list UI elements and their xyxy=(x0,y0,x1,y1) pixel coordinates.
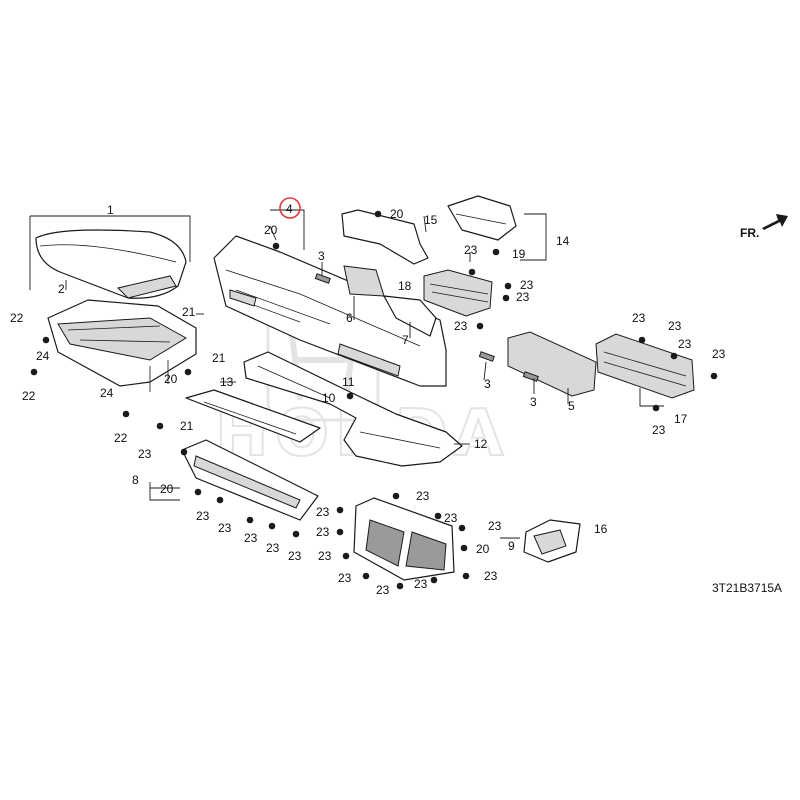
callout-21[interactable]: 21 xyxy=(182,305,196,319)
part-cup-holder-trim[interactable] xyxy=(523,519,581,563)
callout-23[interactable]: 23 xyxy=(632,311,646,325)
callout-17[interactable]: 17 xyxy=(674,412,688,426)
front-arrow-label: FR. xyxy=(740,226,759,240)
callout-23[interactable]: 23 xyxy=(454,319,468,333)
callout-24[interactable]: 24 xyxy=(100,386,114,400)
part-console-panel[interactable] xyxy=(353,497,455,581)
callout-23[interactable]: 23 xyxy=(318,549,332,563)
callout-20[interactable]: 20 xyxy=(264,223,278,237)
part-right-vent-grille[interactable] xyxy=(507,331,597,397)
part-side-vent-assembly[interactable] xyxy=(595,333,695,399)
callout-22[interactable]: 22 xyxy=(10,311,24,325)
callout-7[interactable]: 7 xyxy=(402,333,409,347)
callout-11[interactable]: 11 xyxy=(342,375,355,389)
part-upper-lid[interactable] xyxy=(35,229,187,299)
callout-14[interactable]: 14 xyxy=(556,234,570,248)
callout-23[interactable]: 23 xyxy=(668,319,682,333)
callout-8[interactable]: 8 xyxy=(132,473,139,487)
front-arrow-icon xyxy=(762,214,788,230)
callout-20[interactable]: 20 xyxy=(160,482,174,496)
callout-3[interactable]: 3 xyxy=(484,377,491,391)
callout-23[interactable]: 23 xyxy=(288,549,302,563)
callout-labels: 1 2 3 3 3 4 5 6 7 8 9 10 11 12 13 14 15 … xyxy=(10,202,726,597)
part-meter-visor[interactable] xyxy=(341,209,429,265)
callout-23[interactable]: 23 xyxy=(464,243,478,257)
callout-23[interactable]: 23 xyxy=(484,569,498,583)
front-direction-indicator: FR. xyxy=(740,214,788,240)
callout-21[interactable]: 21 xyxy=(212,351,226,365)
part-center-vent-assembly[interactable] xyxy=(423,269,493,317)
leader-lines xyxy=(29,209,664,539)
callout-20[interactable]: 20 xyxy=(164,372,178,386)
callout-20[interactable]: 20 xyxy=(390,207,404,221)
callout-23[interactable]: 23 xyxy=(414,577,428,591)
callout-5[interactable]: 5 xyxy=(568,399,575,413)
callout-23[interactable]: 23 xyxy=(266,541,280,555)
callout-23[interactable]: 23 xyxy=(712,347,726,361)
part-left-vent-grille[interactable] xyxy=(343,265,385,297)
part-vent-strip[interactable] xyxy=(185,389,321,443)
callout-3[interactable]: 3 xyxy=(318,249,325,263)
callout-23[interactable]: 23 xyxy=(196,509,210,523)
fasteners xyxy=(30,210,718,590)
callout-23[interactable]: 23 xyxy=(316,505,330,519)
callout-1[interactable]: 1 xyxy=(107,203,114,217)
callout-23[interactable]: 23 xyxy=(338,571,352,585)
callout-3[interactable]: 3 xyxy=(530,395,537,409)
callout-23[interactable]: 23 xyxy=(316,525,330,539)
part-vent-bezel[interactable] xyxy=(383,295,437,337)
part-clips xyxy=(314,273,539,382)
callout-23[interactable]: 23 xyxy=(652,423,666,437)
part-lower-bracket[interactable] xyxy=(181,439,319,521)
selected-part-highlight[interactable] xyxy=(279,197,301,219)
callout-21[interactable]: 21 xyxy=(180,419,194,433)
diagram-code: 3T21B3715A xyxy=(712,581,782,595)
part-glove-box-frame[interactable] xyxy=(47,299,197,392)
callout-23[interactable]: 23 xyxy=(376,583,390,597)
callout-22[interactable]: 22 xyxy=(114,431,128,445)
callout-23[interactable]: 23 xyxy=(488,519,502,533)
callout-23[interactable]: 23 xyxy=(416,489,430,503)
part-dashboard-panel[interactable] xyxy=(213,235,447,387)
callout-20[interactable]: 20 xyxy=(476,542,490,556)
callout-18[interactable]: 18 xyxy=(398,279,412,293)
callout-24[interactable]: 24 xyxy=(36,349,50,363)
callout-23[interactable]: 23 xyxy=(138,447,152,461)
callout-23[interactable]: 23 xyxy=(218,521,232,535)
callout-23[interactable]: 23 xyxy=(444,511,458,525)
callout-23[interactable]: 23 xyxy=(520,278,534,292)
part-center-bezel[interactable] xyxy=(243,351,463,467)
callout-23[interactable]: 23 xyxy=(678,337,692,351)
callout-13[interactable]: 13 xyxy=(220,375,234,389)
callout-16[interactable]: 16 xyxy=(594,522,608,536)
callout-10[interactable]: 10 xyxy=(322,391,336,405)
callout-12[interactable]: 12 xyxy=(474,437,488,451)
callout-19[interactable]: 19 xyxy=(512,247,526,261)
callout-9[interactable]: 9 xyxy=(508,539,515,553)
part-meter-hood[interactable] xyxy=(447,195,517,241)
callout-2[interactable]: 2 xyxy=(58,282,65,296)
callout-4[interactable]: 4 xyxy=(286,202,293,216)
callout-6[interactable]: 6 xyxy=(346,311,353,325)
callout-23[interactable]: 23 xyxy=(516,290,530,304)
callout-23[interactable]: 23 xyxy=(244,531,258,545)
callout-15[interactable]: 15 xyxy=(424,213,438,227)
callout-22[interactable]: 22 xyxy=(22,389,36,403)
